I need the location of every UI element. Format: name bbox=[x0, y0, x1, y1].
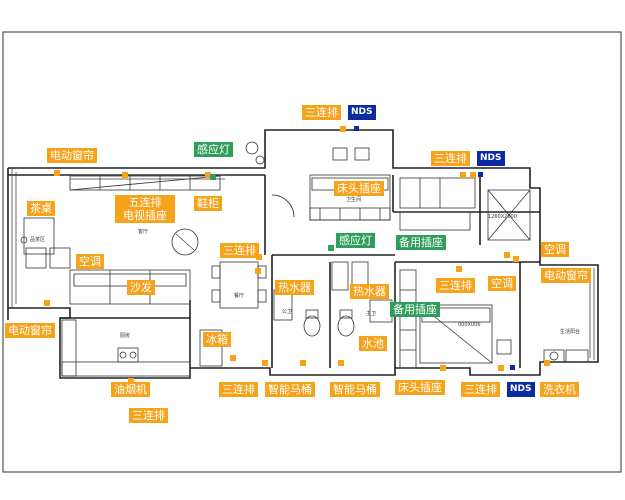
room-text-tea: 品茶区 bbox=[30, 237, 46, 243]
label-curtain-left: 电动窗帘 bbox=[47, 148, 97, 163]
label-toilet-1: 智能马桶 bbox=[265, 382, 315, 397]
label-nds-right: NDS bbox=[477, 151, 505, 166]
label-washer: 洗衣机 bbox=[540, 382, 579, 397]
socket-markers bbox=[44, 126, 550, 384]
room-text-living: 客厅 bbox=[138, 229, 149, 235]
label-triple-top: 三连排 bbox=[302, 105, 341, 120]
label-nds-top: NDS bbox=[348, 105, 376, 120]
label-sink: 水池 bbox=[359, 336, 387, 351]
label-triple-dining: 三连排 bbox=[220, 243, 259, 258]
room-text-public-wc: 公卫 bbox=[282, 309, 293, 315]
laundry bbox=[543, 349, 589, 363]
label-sense-light-mid: 感应灯 bbox=[336, 233, 375, 248]
label-bedside-bottom: 床头插座 bbox=[395, 380, 445, 395]
walls bbox=[7, 129, 599, 379]
tv-cabinet bbox=[69, 175, 221, 191]
label-triple-right: 三连排 bbox=[431, 151, 470, 166]
label-curtain-right: 电动窗帘 bbox=[541, 268, 591, 283]
data-markers bbox=[354, 126, 515, 370]
label-hood: 油烟机 bbox=[111, 382, 150, 397]
label-backup-socket-top: 备用插座 bbox=[396, 235, 446, 250]
label-bedside-top: 床头插座 bbox=[334, 181, 384, 196]
windows bbox=[11, 168, 595, 360]
label-tea-table: 茶桌 bbox=[27, 201, 55, 216]
room-text-bed2-dim: 000X006 bbox=[458, 322, 481, 328]
drawing-frame bbox=[2, 31, 622, 473]
label-ac-left: 空调 bbox=[76, 254, 104, 269]
label-heater-2: 热水器 bbox=[350, 284, 389, 299]
room-text-laundry: 生活阳台 bbox=[560, 329, 581, 335]
room-text-bed-dim: 1260X2000 bbox=[488, 214, 517, 220]
label-five-strip-tv: 五连排电视插座 bbox=[115, 195, 175, 223]
label-curtain-bottom-left: 电动窗帘 bbox=[5, 323, 55, 338]
label-fridge: 冰箱 bbox=[203, 332, 231, 347]
label-triple-kitchen: 三连排 bbox=[129, 408, 168, 423]
label-sense-light-top: 感应灯 bbox=[194, 142, 233, 157]
label-triple-bottom-right: 三连排 bbox=[461, 382, 500, 397]
label-triple-bath: 三连排 bbox=[219, 382, 258, 397]
room-text-dining: 餐厅 bbox=[234, 293, 245, 299]
living-lamp bbox=[171, 228, 199, 256]
label-shoe-cabinet: 鞋柜 bbox=[194, 196, 222, 211]
right-bedroom bbox=[399, 177, 531, 241]
light-markers bbox=[210, 174, 334, 251]
bathrooms bbox=[273, 261, 393, 337]
label-backup-socket-mid: 备用插座 bbox=[390, 302, 440, 317]
label-five-strip: 五连排 bbox=[128, 196, 162, 209]
label-nds-bottom: NDS bbox=[507, 382, 535, 397]
label-ac-bedroom: 空调 bbox=[488, 276, 516, 291]
kitchen-counter bbox=[61, 319, 223, 377]
label-sofa: 沙发 bbox=[127, 280, 155, 295]
tea-area bbox=[20, 217, 71, 269]
label-tv-socket: 电视插座 bbox=[123, 209, 167, 222]
room-text-bathroom: 卫生间 bbox=[346, 197, 362, 203]
room-text-master-wc: 主卫 bbox=[366, 311, 377, 317]
label-triple-mid: 三连排 bbox=[436, 278, 475, 293]
label-heater-1: 热水器 bbox=[275, 280, 314, 295]
label-ac-right: 空调 bbox=[541, 242, 569, 257]
room-text-kitchen: 厨房 bbox=[120, 333, 131, 339]
label-toilet-2: 智能马桶 bbox=[330, 382, 380, 397]
